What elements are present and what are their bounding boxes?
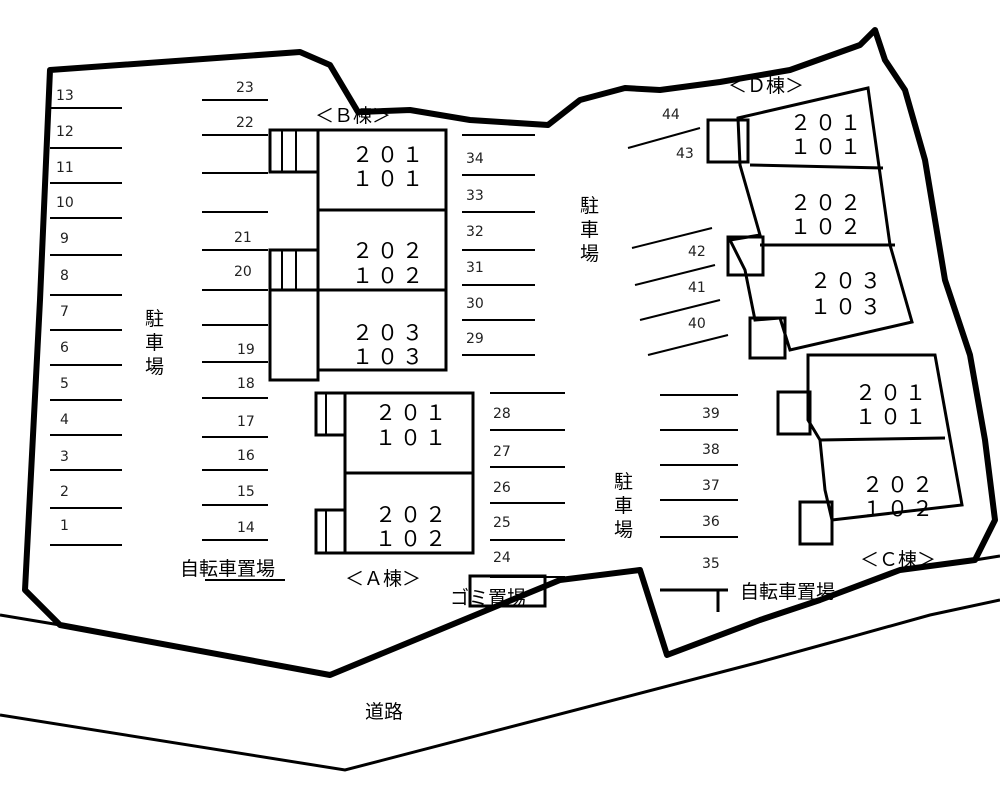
numbers-left-column: 13 12 11 10 9 8 7 6 5 4 3 2 1 bbox=[56, 88, 74, 534]
space-number: 35 bbox=[702, 556, 720, 572]
unit-label: １０２ bbox=[862, 497, 937, 521]
space-number: 39 bbox=[702, 406, 720, 422]
building-d bbox=[706, 86, 914, 360]
space-number: 36 bbox=[702, 514, 720, 530]
road bbox=[0, 554, 1000, 772]
unit-label: ２０２ bbox=[790, 191, 865, 215]
space-number: 15 bbox=[237, 484, 255, 500]
unit-label: １０１ bbox=[375, 426, 450, 450]
space-number: 17 bbox=[237, 414, 255, 430]
unit-label: １０１ bbox=[790, 135, 865, 159]
space-number: 20 bbox=[234, 264, 252, 280]
parking-right-upper bbox=[627, 127, 729, 356]
space-number: 28 bbox=[493, 406, 511, 422]
parking-left-column bbox=[50, 107, 122, 546]
svg-text:駐車場: 駐車場 bbox=[145, 308, 164, 378]
space-number: 18 bbox=[237, 376, 255, 392]
space-number: 1 bbox=[60, 518, 69, 534]
unit-label: １０１ bbox=[855, 405, 930, 429]
space-number: 14 bbox=[237, 520, 255, 536]
building-a bbox=[314, 391, 475, 555]
space-number: 19 bbox=[237, 342, 255, 358]
space-number: 38 bbox=[702, 442, 720, 458]
space-number: 40 bbox=[688, 316, 706, 332]
space-number: 8 bbox=[60, 268, 69, 284]
space-number: 32 bbox=[466, 224, 484, 240]
unit-label: ２０１ bbox=[790, 111, 865, 135]
space-number: 24 bbox=[493, 550, 511, 566]
unit-label: ２０２ bbox=[375, 503, 450, 527]
space-number: 26 bbox=[493, 480, 511, 496]
unit-label: ２０２ bbox=[862, 473, 937, 497]
bicycle-area-label-right: 自転車置場 bbox=[740, 581, 835, 603]
space-number: 2 bbox=[60, 484, 69, 500]
space-number: 7 bbox=[60, 304, 69, 320]
space-number: 41 bbox=[688, 280, 706, 296]
unit-label: １０２ bbox=[790, 215, 865, 239]
space-number: 9 bbox=[60, 231, 69, 247]
unit-label: １０２ bbox=[352, 264, 427, 288]
space-number: 29 bbox=[466, 331, 484, 347]
space-number: 42 bbox=[688, 244, 706, 260]
road-label: 道路 bbox=[365, 701, 403, 723]
space-number: 31 bbox=[466, 260, 484, 276]
parking-label-center-bottom: 駐車場 bbox=[614, 471, 633, 541]
garbage-area-label: ゴミ置場 bbox=[450, 587, 526, 609]
space-number: 27 bbox=[493, 444, 511, 460]
unit-label: ２０１ bbox=[352, 143, 427, 167]
space-number: 30 bbox=[466, 296, 484, 312]
garbage-area-box bbox=[468, 574, 547, 608]
numbers-right-upper: 44 43 42 41 40 bbox=[662, 107, 706, 332]
parking-label-center-top: 駐車場 bbox=[580, 195, 599, 265]
space-number: 16 bbox=[237, 448, 255, 464]
space-number: 43 bbox=[676, 146, 694, 162]
space-number: 6 bbox=[60, 340, 69, 356]
parking-right-lower bbox=[660, 394, 738, 612]
unit-label: ２０１ bbox=[375, 401, 450, 425]
unit-label: １０１ bbox=[352, 167, 427, 191]
numbers-center-a: 28 27 26 25 24 bbox=[493, 406, 511, 566]
space-number: 21 bbox=[234, 230, 252, 246]
space-number: 12 bbox=[56, 124, 74, 140]
bicycle-area-label-left: 自転車置場 bbox=[180, 558, 275, 580]
space-number: 3 bbox=[60, 449, 69, 465]
space-number: 22 bbox=[236, 115, 254, 131]
building-a-label: ＜Ａ棟＞ bbox=[345, 568, 421, 590]
svg-text:駐車場: 駐車場 bbox=[580, 195, 599, 265]
numbers-left-middle: 23 22 21 20 19 18 17 16 15 14 bbox=[234, 80, 255, 536]
space-number: 44 bbox=[662, 107, 680, 123]
unit-label: １０３ bbox=[810, 295, 885, 319]
building-b-label: ＜Ｂ棟＞ bbox=[315, 105, 391, 127]
unit-label: ２０３ bbox=[810, 269, 885, 293]
unit-label: １０３ bbox=[352, 345, 427, 369]
space-number: 4 bbox=[60, 412, 69, 428]
space-number: 23 bbox=[236, 80, 254, 96]
building-d-label: ＜Ｄ棟＞ bbox=[728, 75, 804, 97]
unit-label: ２０３ bbox=[352, 321, 427, 345]
unit-label: １０２ bbox=[375, 527, 450, 551]
numbers-right-lower: 39 38 37 36 35 bbox=[702, 406, 720, 572]
space-number: 25 bbox=[493, 515, 511, 531]
numbers-center-b: 34 33 32 31 30 29 bbox=[466, 151, 484, 347]
building-c-label: ＜Ｃ棟＞ bbox=[860, 549, 936, 571]
space-number: 11 bbox=[56, 160, 74, 176]
building-c bbox=[776, 353, 964, 546]
unit-label: ２０２ bbox=[352, 239, 427, 263]
parking-label-left: 駐車場 bbox=[145, 308, 164, 378]
svg-text:駐車場: 駐車場 bbox=[614, 471, 633, 541]
space-number: 5 bbox=[60, 376, 69, 392]
space-number: 10 bbox=[56, 195, 74, 211]
parking-left-middle bbox=[202, 99, 268, 541]
space-number: 13 bbox=[56, 88, 74, 104]
space-number: 37 bbox=[702, 478, 720, 494]
space-number: 33 bbox=[466, 188, 484, 204]
building-b bbox=[268, 128, 448, 382]
space-number: 34 bbox=[466, 151, 484, 167]
unit-label: ２０１ bbox=[855, 381, 930, 405]
